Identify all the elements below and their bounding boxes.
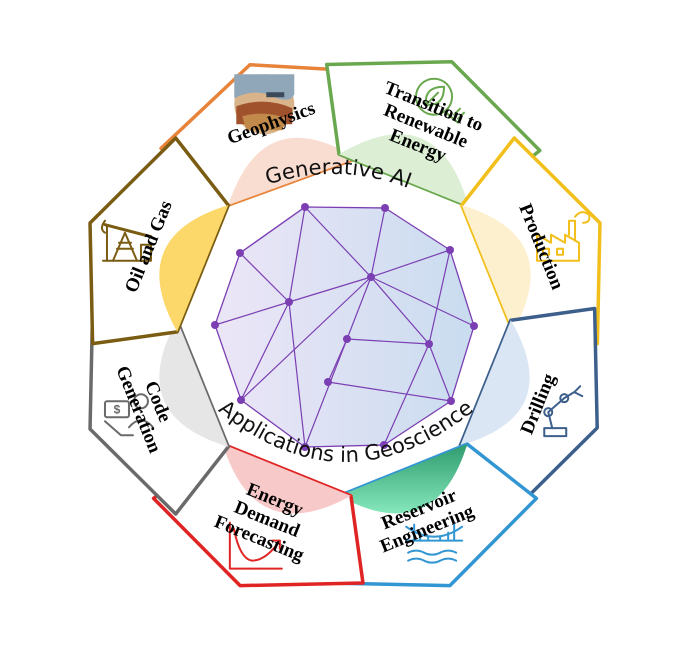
network-node bbox=[301, 443, 309, 451]
network-edge bbox=[239, 252, 290, 303]
network-edge bbox=[327, 381, 452, 402]
network-node bbox=[236, 249, 244, 257]
trend-chart-icon bbox=[228, 521, 283, 570]
network-edge bbox=[304, 206, 372, 278]
production-outer-arc bbox=[459, 136, 602, 346]
energy-demand-outer-arc bbox=[151, 442, 365, 588]
network-edge bbox=[370, 249, 451, 278]
network-node bbox=[447, 397, 455, 405]
network-node bbox=[425, 340, 433, 348]
factory-icon bbox=[536, 211, 591, 262]
code-generation-label-area bbox=[159, 320, 229, 447]
oil-pump-icon bbox=[100, 219, 153, 262]
network-edge bbox=[304, 338, 348, 448]
network-lines bbox=[214, 206, 475, 448]
network-edge bbox=[428, 249, 451, 345]
network-node bbox=[324, 378, 332, 386]
segment-production: Production bbox=[459, 136, 602, 346]
network-node bbox=[301, 203, 309, 211]
network-edge bbox=[288, 206, 306, 303]
drilling-label-area bbox=[460, 320, 530, 446]
network-edge bbox=[288, 301, 306, 448]
dam-bridge-icon bbox=[405, 523, 464, 564]
network-edge bbox=[370, 276, 475, 327]
network-edge bbox=[214, 301, 290, 326]
robot-arm-icon bbox=[543, 385, 584, 438]
drilling-outer-arc bbox=[458, 306, 599, 514]
svg-text:$: $ bbox=[114, 402, 121, 416]
network-edge bbox=[327, 338, 348, 383]
network-edge bbox=[240, 276, 372, 401]
network-edge bbox=[239, 206, 306, 254]
segment-drilling: Drilling bbox=[458, 306, 599, 514]
network-edge bbox=[370, 207, 386, 278]
landscape-photo-icon bbox=[234, 74, 295, 135]
network-edge bbox=[346, 338, 430, 345]
leaf-plug-icon bbox=[415, 77, 466, 124]
network-node bbox=[367, 273, 375, 281]
segment-geophysics: Geophysics bbox=[159, 63, 374, 207]
segment-renewable: Transition toRenewableEnergy bbox=[324, 60, 542, 209]
renewable-label-area bbox=[338, 134, 469, 207]
network-node bbox=[343, 335, 351, 343]
production-label-area bbox=[461, 205, 531, 332]
network-nodes bbox=[211, 203, 478, 451]
network-node bbox=[470, 322, 478, 330]
geophysics-label-area bbox=[228, 137, 357, 206]
network-edge bbox=[346, 276, 372, 340]
segment-oil-gas: Oil and Gas bbox=[88, 136, 231, 346]
network-node bbox=[380, 441, 388, 449]
network-node bbox=[446, 246, 454, 254]
network-node bbox=[381, 204, 389, 212]
money-user-icon: $ bbox=[103, 393, 154, 437]
reservoir-label-area bbox=[339, 444, 468, 514]
network-node bbox=[211, 321, 219, 329]
network-node bbox=[285, 298, 293, 306]
center-network bbox=[211, 203, 478, 451]
segment-code-generation: $CodeGeneration bbox=[88, 306, 231, 516]
network-edge bbox=[370, 276, 430, 345]
network-edge bbox=[288, 276, 372, 303]
network-edge bbox=[240, 301, 290, 401]
energy-demand-label-area bbox=[222, 444, 351, 514]
network-edge bbox=[428, 343, 452, 402]
oil-gas-outer-arc bbox=[88, 136, 231, 346]
segment-energy-demand: EnergyDemandForecasting bbox=[151, 442, 365, 588]
network-node bbox=[237, 396, 245, 404]
oil-gas-label-area bbox=[159, 205, 229, 332]
